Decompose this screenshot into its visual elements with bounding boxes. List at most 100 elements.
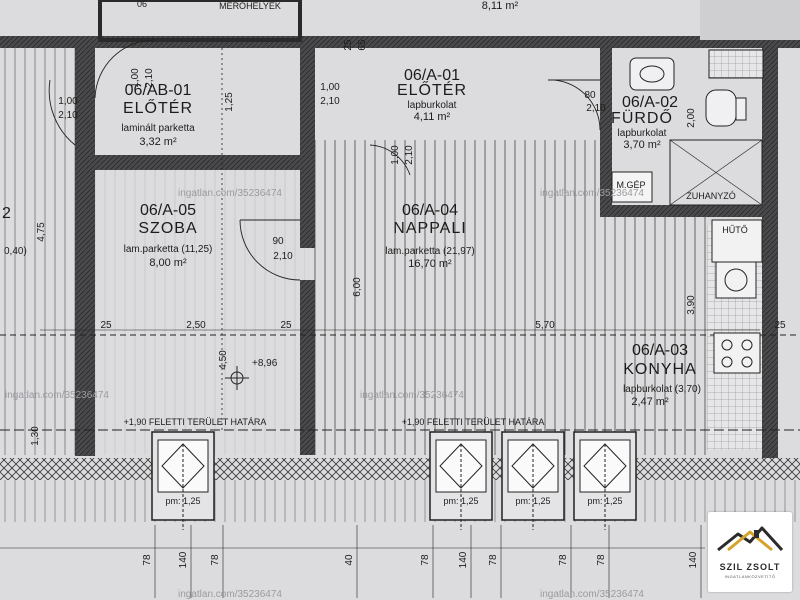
dim-text: 5,70 [535, 320, 555, 331]
logo-tagline: INGATLANKÖZVETÍTŐ [724, 574, 776, 579]
door-width: 1,00 [390, 145, 401, 165]
door-width: 1,00 [320, 82, 340, 93]
skylight: pm: 1,25 [573, 431, 637, 530]
bottom-dim-text: 78 [596, 554, 607, 566]
room-06a-03: 06/A-03 KONYHA lapburkolat (3,70) 2,47 m… [623, 342, 701, 408]
bottom-dim-text: 78 [142, 554, 153, 566]
bedroom-floor [95, 170, 305, 455]
door-height: 2,10 [273, 251, 293, 262]
door-width: 1,00 [58, 96, 78, 107]
room-06a-01: 06/A-01 ELŐTÉR lapburkolat 4,11 m² [397, 67, 466, 123]
door-swings [48, 39, 601, 281]
skylight: pm: 1,25 [151, 431, 215, 530]
room-id: 06/A-01 [404, 67, 460, 84]
balcony-hatch [0, 480, 800, 522]
height-limit-label: +1,90 FELETTI TERÜLET HATÁRA [124, 417, 267, 427]
watermark: ingatlan.com/35236474 [5, 390, 109, 401]
dimensions: 25 2,50 25 5,70 25 4,75 1,25 6,00 4,50 3… [2, 39, 786, 446]
watermark: ingatlan.com/35236474 [178, 188, 282, 199]
room-name: FÜRDŐ [611, 108, 673, 127]
skylights: pm: 1,25 pm: 1,25 pm: 1,25 pm: 1,25 [151, 431, 637, 530]
kitchen-fixtures [711, 219, 763, 374]
dim-text: 1,25 [224, 92, 235, 112]
fridge-label: HŰTŐ [722, 225, 748, 235]
house-logo-icon [717, 526, 784, 552]
room-floor: lapburkolat [618, 128, 667, 139]
room-06ab-01: 06/AB-01 ELŐTÉR laminált parketta 3,32 m… [121, 82, 195, 148]
bottom-dim-text: 78 [558, 554, 569, 566]
dim-text: 25 [280, 320, 292, 331]
dim-text: 4,75 [36, 222, 47, 242]
room-06a-04: 06/A-04 NAPPALI lam.parketta (21,97) 16,… [385, 202, 475, 270]
shower-label: ZUHANYZÓ [686, 191, 736, 201]
bottom-dimensions: 78 140 78 40 78 140 78 78 78 140 [0, 525, 705, 598]
room-06a-02: 06/A-02 FÜRDŐ lapburkolat 3,70 m² [611, 94, 678, 151]
dim-text: 1,30 [30, 426, 41, 446]
agency-logo: SZIL ZSOLT INGATLANKÖZVETÍTŐ [708, 512, 792, 592]
door-dims: 1,00 2,10 1,00 2,10 1,00 2,10 80 2,10 90… [58, 68, 606, 262]
skylight-label: pm: 1,25 [515, 496, 550, 506]
room-floor: lam.parketta (11,25) [124, 244, 213, 255]
top-area: 8,11 m² [482, 0, 519, 12]
dim-text: 6,00 [352, 277, 363, 297]
bathroom-fixtures [611, 49, 764, 206]
left-room-floor [0, 40, 75, 455]
elevation-marker [225, 366, 249, 390]
skylight: pm: 1,25 [501, 431, 565, 530]
door-height: 2,10 [586, 103, 606, 114]
dim-text: 2,00 [686, 108, 697, 128]
door-width: 90 [272, 236, 284, 247]
room-floor: lapburkolat (3,70) [623, 384, 701, 395]
room-id: 06/A-05 [140, 202, 196, 219]
room-06a-05: 06/A-05 SZOBA lam.parketta (11,25) 8,00 … [124, 202, 213, 269]
dim-text: 2 [2, 205, 11, 222]
living-room-floor [312, 140, 607, 455]
bottom-dim-text: 78 [488, 554, 499, 566]
height-limit-label: +1,90 FELETTI TERÜLET HATÁRA [402, 417, 545, 427]
skylight: pm: 1,25 [429, 431, 493, 530]
bottom-dim-text: 78 [420, 554, 431, 566]
skylight-label: pm: 1,25 [587, 496, 622, 506]
dim-text: 3,90 [686, 295, 697, 315]
room-area: 2,47 m² [631, 396, 669, 408]
room-area: 8,00 m² [149, 257, 187, 269]
door-height: 2,10 [320, 96, 340, 107]
watermark: ingatlan.com/35236474 [540, 589, 644, 600]
dim-text: 25 [100, 320, 112, 331]
door-height: 2,10 [144, 68, 155, 88]
room-id: 06/AB-01 [125, 82, 192, 99]
dim-text: 25 [774, 320, 786, 331]
dim-text: 0,40) [4, 246, 27, 257]
door-height: 2,10 [58, 110, 78, 121]
dim-text: 2,50 [186, 320, 206, 331]
watermark: ingatlan.com/35236474 [360, 390, 464, 401]
bottom-dim-text: 140 [458, 551, 469, 568]
dim-text: 25 [343, 39, 354, 51]
room-name: ELŐTÉR [123, 98, 193, 117]
room-area: 3,32 m² [139, 136, 177, 148]
room-id: 06/A-03 [632, 342, 688, 359]
skylight-label: pm: 1,25 [165, 496, 200, 506]
room-floor: lam.parketta (21,97) [385, 246, 475, 257]
bottom-wall-hatch [0, 458, 800, 480]
room-area: 3,70 m² [623, 139, 661, 151]
bottom-dim-text: 78 [210, 554, 221, 566]
top-number: 06 [137, 0, 147, 9]
bottom-dim-text: 40 [344, 554, 355, 566]
room-floor: lapburkolat [408, 100, 457, 111]
room-name: KONYHA [623, 361, 697, 378]
bottom-dim-text: 140 [178, 551, 189, 568]
elevation-text: +8,96 [252, 358, 278, 369]
door-width: 1,00 [130, 68, 141, 88]
meter-label: MÉRŐHELYEK [219, 1, 281, 11]
logo-name: SZIL ZSOLT [719, 562, 781, 572]
room-floor: laminált parketta [121, 123, 195, 134]
door-width: 80 [584, 90, 596, 101]
dim-text: 65 [357, 39, 368, 51]
bottom-dim-text: 140 [688, 551, 699, 568]
room-area: 4,11 m² [414, 111, 451, 123]
skylight-label: pm: 1,25 [443, 496, 478, 506]
kitchen-floor [607, 210, 707, 455]
walls [0, 0, 800, 458]
